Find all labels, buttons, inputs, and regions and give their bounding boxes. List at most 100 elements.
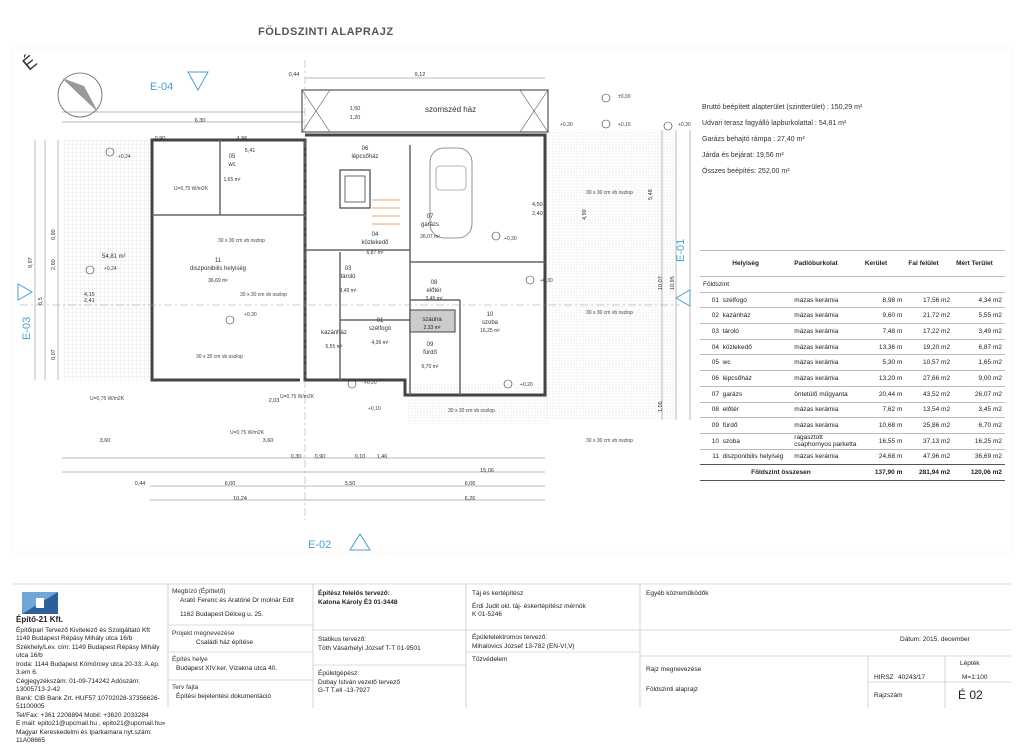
- floor-cell: mázas kerámia: [791, 354, 862, 371]
- room-09-num: 09: [427, 342, 434, 348]
- room-10-name: szoba: [482, 320, 499, 326]
- wall-cell: 43,52 m2: [905, 385, 954, 402]
- svg-text:9,12: 9,12: [415, 72, 426, 78]
- perimeter-cell: 13,36 m: [861, 338, 906, 355]
- svg-text:0,44: 0,44: [135, 481, 146, 487]
- room-cell: 09 fürdő: [700, 417, 792, 434]
- room-11-name: diszponibilis helyiség: [190, 266, 246, 272]
- area-cell: 4,34 m2: [953, 291, 1005, 308]
- svg-text:6,06: 6,06: [465, 481, 476, 487]
- total-perimeter: 137,90 m: [861, 464, 906, 481]
- terrace-hatch: [62, 140, 152, 380]
- svg-text:3,50: 3,50: [345, 481, 356, 487]
- elevation-mark-e01: E-01: [675, 239, 687, 262]
- room-06-name: lépcsőház: [351, 154, 378, 160]
- north-label: É: [19, 51, 41, 74]
- svg-text:30 x 30 cm vb oszlop: 30 x 30 cm vb oszlop: [448, 408, 495, 414]
- svg-text:15,06: 15,06: [480, 468, 494, 474]
- company-logo: [22, 592, 58, 614]
- svg-text:+0,10: +0,10: [368, 406, 381, 412]
- room-10-num: 10: [487, 312, 494, 318]
- svg-text:0,10: 0,10: [355, 454, 366, 460]
- sauna-label: szauna: [422, 317, 442, 323]
- svg-text:+0,16: +0,16: [618, 122, 631, 128]
- svg-text:4,96: 4,96: [237, 136, 248, 142]
- room-02-name: kazánház: [321, 330, 347, 336]
- area-cell: 5,55 m2: [953, 307, 1005, 324]
- svg-text:2,40: 2,40: [532, 211, 543, 217]
- floor-cell: mázas kerámia: [791, 338, 862, 355]
- area-cell: 1,65 m2: [953, 354, 1005, 371]
- landscape-block: Táj és kertépítész Érdi Judit okl. táj- …: [472, 590, 586, 618]
- perimeter-cell: 20,44 m: [861, 385, 906, 402]
- wall-cell: 27,66 m2: [905, 370, 954, 387]
- terrace-area: 54,81 m²: [102, 254, 126, 260]
- room-04-name: közlekedő: [361, 240, 389, 246]
- area-cell: 9,00 m2: [953, 370, 1005, 387]
- fire-block: Tűzvédelem: [472, 656, 508, 663]
- perimeter-cell: 8,98 m: [861, 291, 906, 308]
- room-cell: 01 szélfogó: [700, 291, 792, 308]
- elevation-mark-e03: E-03: [21, 317, 33, 340]
- electric-block: Épületelektromos tervező: Mihalovics Józ…: [472, 634, 575, 650]
- summary-line: Udvari terasz fagyálló lapburkolattal : …: [702, 120, 847, 127]
- floor-cell: mázas kerámia: [791, 401, 862, 418]
- svg-text:0,90: 0,90: [51, 229, 57, 240]
- wall-cell: 19,20 m2: [905, 338, 954, 355]
- date-label: Dátum: 2015. december: [900, 636, 970, 643]
- total-wall: 281,94 m2: [905, 464, 954, 481]
- svg-text:30 x 30 cm vb oszlop: 30 x 30 cm vb oszlop: [586, 310, 633, 316]
- svg-text:4,15: 4,15: [84, 292, 95, 298]
- svg-text:3,60: 3,60: [263, 438, 274, 444]
- svg-text:U=0,75 W/m2K: U=0,75 W/m2K: [230, 430, 265, 436]
- hrsz-value: 40243/17: [898, 674, 926, 681]
- builder-block: Épületgépész: Dobay István vezető tervez…: [318, 670, 401, 694]
- room-03-num: 03: [345, 266, 352, 272]
- car-icon: [429, 147, 473, 239]
- summary-line: Járda és bejárat: 19,56 m²: [702, 152, 784, 159]
- room-08-area: 3,45 m²: [426, 296, 443, 302]
- room-cell: 02 kazánház: [700, 307, 792, 324]
- svg-text:4,50: 4,50: [532, 202, 543, 208]
- svg-text:+0,24: +0,24: [118, 154, 131, 160]
- room-01-num: 01: [377, 318, 384, 324]
- area-cell: 26,07 m2: [953, 385, 1005, 402]
- svg-text:0,44: 0,44: [289, 72, 300, 78]
- svg-text:4,90: 4,90: [582, 209, 588, 220]
- svg-text:+0,20: +0,20: [364, 380, 377, 386]
- area-cell: 3,45 m2: [953, 401, 1005, 418]
- svg-text:+0,30: +0,30: [244, 312, 257, 318]
- svg-text:U=0,75 W/m2K: U=0,75 W/m2K: [90, 396, 125, 402]
- area-cell: 3,49 m2: [953, 323, 1005, 340]
- sauna-box: [409, 309, 456, 333]
- svg-text:U=0,75 W/m2K: U=0,75 W/m2K: [174, 186, 209, 192]
- floor-cell: mázas kerámia: [791, 323, 862, 340]
- svg-text:2,60: 2,60: [51, 259, 57, 270]
- room-01-name: szélfogó: [369, 326, 392, 332]
- room-03-area: 3,49 m²: [340, 288, 357, 294]
- svg-text:1,05: 1,05: [658, 401, 664, 412]
- scale-value: M=1:100: [962, 674, 988, 681]
- wall-cell: 17,22 m2: [905, 323, 954, 340]
- floor-cell: mázas kerámia: [791, 417, 862, 434]
- perimeter-cell: 13,20 m: [861, 370, 906, 387]
- room-cell: 03 tároló: [700, 323, 792, 340]
- room-cell: 11 diszponibilis helyiség: [700, 448, 792, 465]
- svg-text:1,46: 1,46: [377, 454, 388, 460]
- walk-hatch: [408, 384, 548, 424]
- elevation-arrow-icon: [674, 289, 691, 307]
- perimeter-cell: 5,30 m: [861, 354, 906, 371]
- room-09-name: fürdő: [423, 350, 437, 356]
- room-05-num: 05: [229, 154, 236, 160]
- floor-cell: ragasztott csaphornyos parketta: [791, 432, 862, 450]
- room-cell: 06 lépcsőház: [700, 370, 792, 387]
- room-08-num: 08: [431, 280, 438, 286]
- svg-text:9,97: 9,97: [28, 257, 34, 268]
- svg-text:5,41: 5,41: [245, 148, 256, 154]
- svg-text:30 x 30 cm vb oszlop: 30 x 30 cm vb oszlop: [218, 238, 265, 244]
